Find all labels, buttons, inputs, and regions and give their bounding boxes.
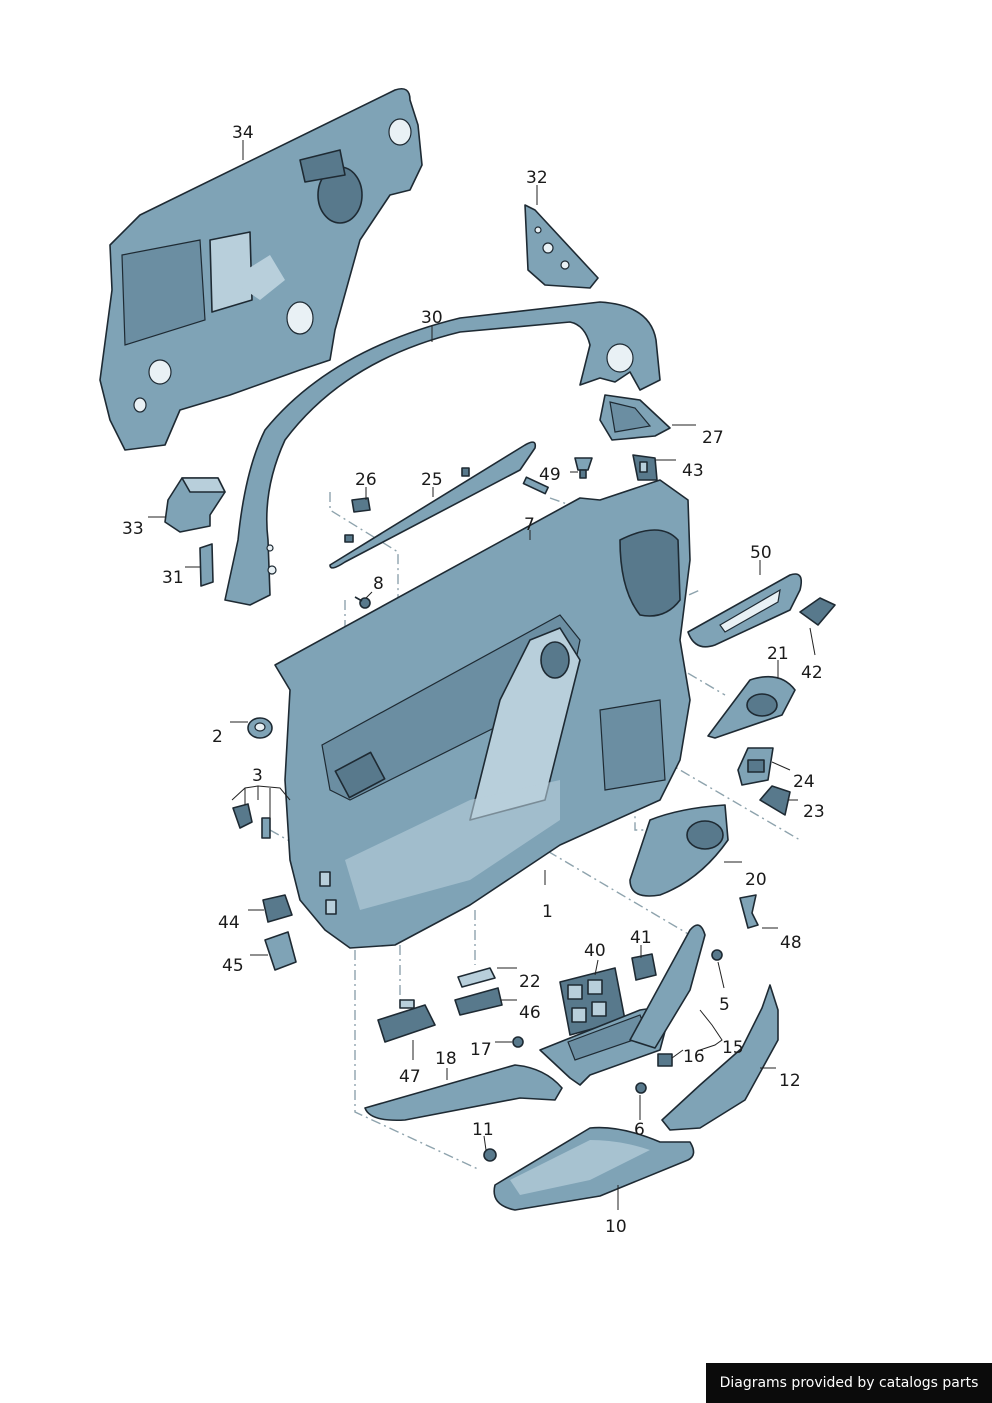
part-6-screw bbox=[635, 1082, 647, 1094]
part-20-speaker-cover bbox=[629, 804, 729, 897]
part-34-insulation-panel bbox=[99, 87, 423, 451]
part-41-mirror-switch bbox=[631, 953, 657, 981]
callout-16: 16 bbox=[683, 1047, 705, 1067]
callout-33: 33 bbox=[122, 519, 144, 539]
part-5-screw bbox=[711, 949, 723, 961]
part-46-switch bbox=[454, 987, 503, 1016]
part-8-screw bbox=[354, 596, 371, 609]
part-33-mounting-block bbox=[164, 477, 226, 533]
part-1-door-trim-panel bbox=[274, 479, 691, 949]
callout-26: 26 bbox=[355, 470, 377, 490]
part-26-clip bbox=[351, 497, 371, 513]
callout-47: 47 bbox=[399, 1067, 421, 1087]
part-32-mirror-triangle bbox=[524, 204, 599, 289]
part-22-cover bbox=[457, 967, 496, 988]
part-17-screw bbox=[512, 1036, 524, 1048]
callout-43: 43 bbox=[682, 461, 704, 481]
leader-lines bbox=[148, 140, 816, 1210]
part-45-switch bbox=[264, 931, 297, 971]
part-15-armrest-frame bbox=[539, 924, 706, 1086]
callout-45: 45 bbox=[222, 956, 244, 976]
part-2-grommet bbox=[247, 717, 273, 739]
part-25-upper-trim-strip bbox=[329, 441, 537, 569]
part-16-clip bbox=[657, 1053, 673, 1067]
callout-44: 44 bbox=[218, 913, 240, 933]
part-10-armrest-pad bbox=[493, 1126, 695, 1211]
callout-17: 17 bbox=[470, 1040, 492, 1060]
callout-1: 1 bbox=[542, 902, 553, 922]
callout-34: 34 bbox=[232, 123, 254, 143]
part-24-switch-housing bbox=[737, 747, 774, 786]
callout-10: 10 bbox=[605, 1217, 627, 1237]
callout-48: 48 bbox=[780, 933, 802, 953]
callout-40: 40 bbox=[584, 941, 606, 961]
callout-46: 46 bbox=[519, 1003, 541, 1023]
part-49-clip bbox=[574, 457, 593, 479]
part-11-screw bbox=[483, 1148, 497, 1162]
callout-42: 42 bbox=[801, 663, 823, 683]
part-31-clip bbox=[199, 543, 214, 587]
credit-badge: Diagrams provided by catalogs parts bbox=[706, 1363, 992, 1403]
part-21-speaker-grille bbox=[707, 675, 796, 739]
part-23-switch bbox=[759, 785, 791, 816]
callout-8: 8 bbox=[373, 574, 384, 594]
callout-18: 18 bbox=[435, 1049, 457, 1069]
callout-50: 50 bbox=[750, 543, 772, 563]
callout-23: 23 bbox=[803, 802, 825, 822]
part-7-screw bbox=[522, 476, 549, 495]
callout-20: 20 bbox=[745, 870, 767, 890]
callout-27: 27 bbox=[702, 428, 724, 448]
callout-41: 41 bbox=[630, 928, 652, 948]
callout-15: 15 bbox=[722, 1038, 744, 1058]
part-40-window-switch-block bbox=[559, 967, 626, 1036]
callout-30: 30 bbox=[421, 308, 443, 328]
part-50-door-handle-trim bbox=[687, 573, 803, 648]
callout-2: 2 bbox=[212, 727, 223, 747]
callout-6: 6 bbox=[634, 1120, 645, 1140]
callout-32: 32 bbox=[526, 168, 548, 188]
callout-31: 31 bbox=[162, 568, 184, 588]
part-18-lower-trim bbox=[364, 1064, 563, 1122]
callout-24: 24 bbox=[793, 772, 815, 792]
callout-7: 7 bbox=[524, 515, 535, 535]
part-42-handle-bracket bbox=[799, 597, 836, 626]
callout-25: 25 bbox=[421, 470, 443, 490]
part-30-window-frame-trim bbox=[224, 301, 661, 606]
callout-21: 21 bbox=[767, 644, 789, 664]
part-27-mirror-cover bbox=[599, 394, 671, 441]
part-47-control-unit bbox=[377, 999, 436, 1043]
part-12-armrest-cover bbox=[661, 984, 779, 1131]
callout-11: 11 bbox=[472, 1120, 494, 1140]
callout-22: 22 bbox=[519, 972, 541, 992]
part-48-clip bbox=[739, 894, 759, 929]
callout-3: 3 bbox=[252, 766, 263, 786]
callout-49: 49 bbox=[539, 465, 561, 485]
callout-12: 12 bbox=[779, 1071, 801, 1091]
part-44-switch bbox=[262, 894, 293, 923]
part-3-clips bbox=[232, 803, 271, 839]
part-43-switch bbox=[632, 454, 658, 481]
callout-5: 5 bbox=[719, 995, 730, 1015]
credit-text: Diagrams provided by catalogs parts bbox=[719, 1375, 979, 1391]
callout-labels: 34 32 30 27 43 49 26 25 33 7 31 8 50 21 … bbox=[122, 123, 825, 1237]
